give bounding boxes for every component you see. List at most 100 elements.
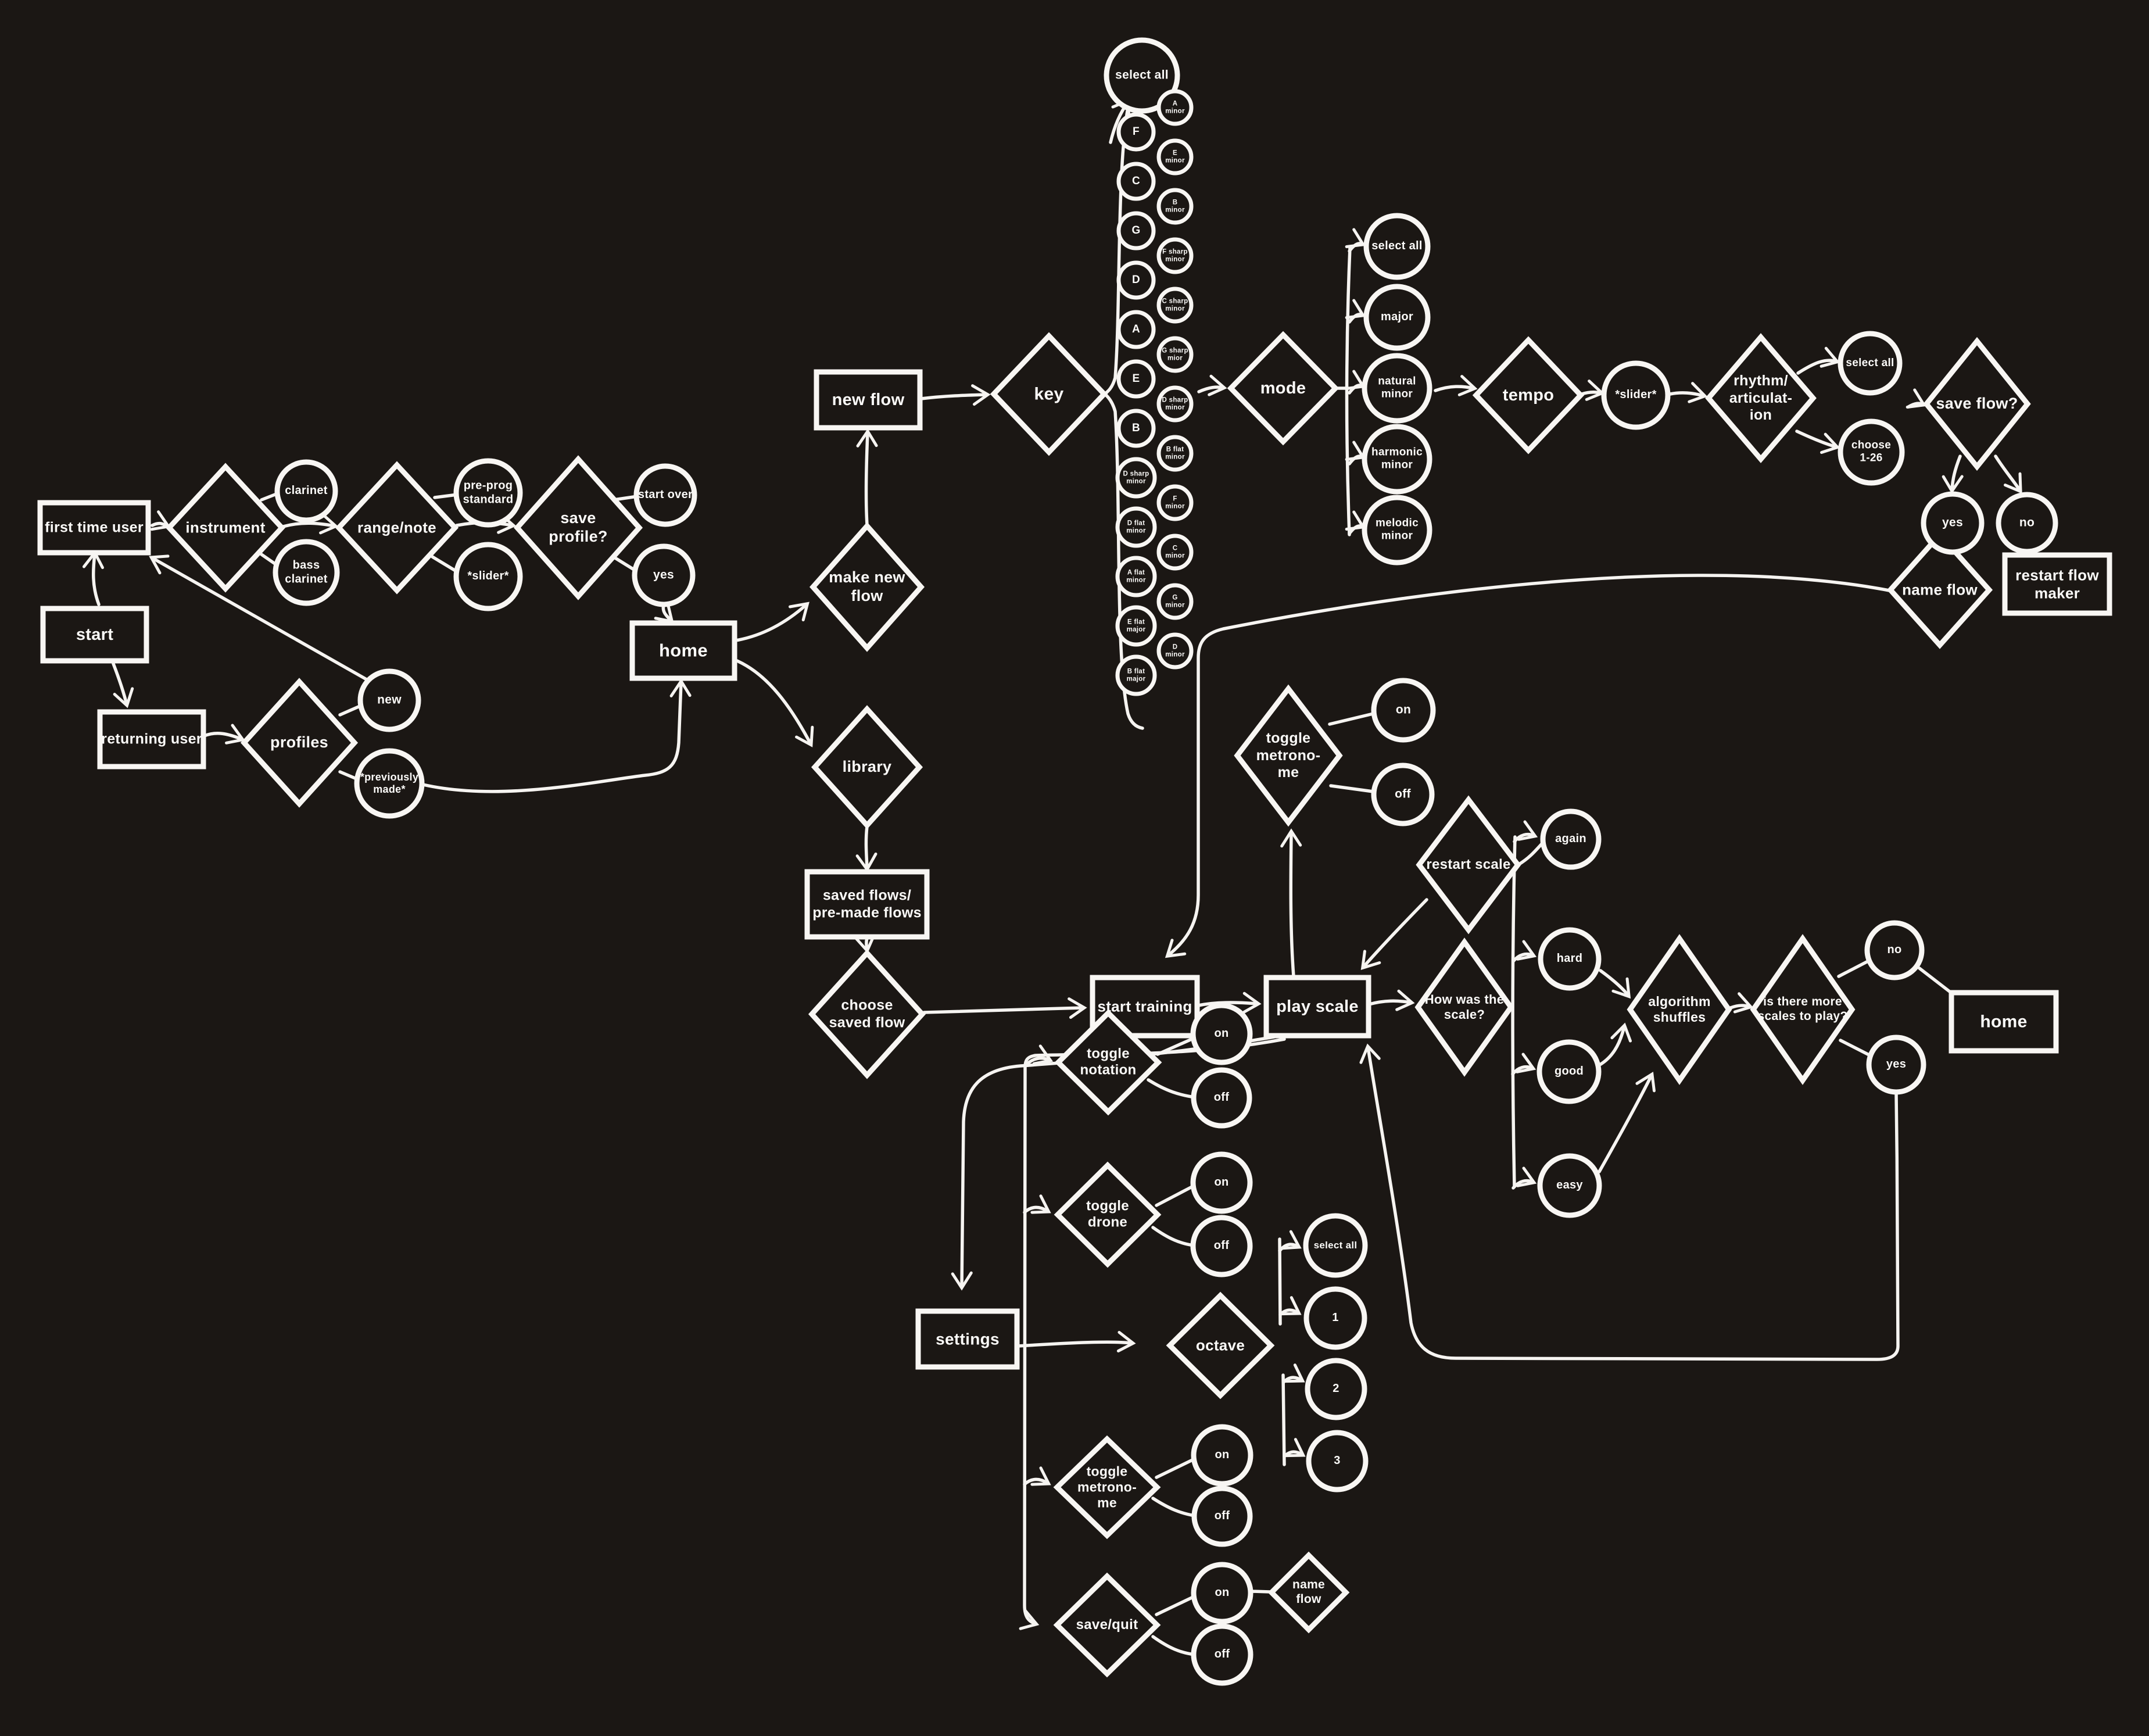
- key-left-3[interactable]: [1116, 260, 1156, 300]
- node-new-flow[interactable]: [814, 369, 923, 431]
- node-key[interactable]: [990, 332, 1108, 456]
- node-mode-select-all[interactable]: [1363, 213, 1431, 280]
- node-octave-2[interactable]: [1305, 1358, 1367, 1420]
- node-easy[interactable]: [1537, 1153, 1602, 1218]
- node-harmonic-minor[interactable]: [1362, 424, 1432, 495]
- node-algorithm-shuffles[interactable]: [1627, 934, 1732, 1085]
- node-more-no[interactable]: [1864, 920, 1925, 980]
- node-saveflow-no[interactable]: [1996, 492, 2058, 554]
- key-left-7[interactable]: [1115, 457, 1157, 499]
- node-profiles[interactable]: [240, 678, 359, 808]
- node-toggle-drone[interactable]: [1054, 1161, 1162, 1268]
- node-octave-1[interactable]: [1303, 1286, 1367, 1350]
- node-saved-flows[interactable]: [804, 869, 930, 940]
- node-octave-3[interactable]: [1306, 1430, 1369, 1492]
- node-saveflow-yes[interactable]: [1921, 491, 1985, 555]
- key-right-8[interactable]: [1156, 484, 1194, 521]
- node-toggle-notation[interactable]: [1054, 1009, 1162, 1116]
- node-choose-saved-flow[interactable]: [808, 949, 926, 1079]
- node-bass-clarinet[interactable]: [273, 539, 340, 606]
- node-key-select-all[interactable]: [1104, 37, 1180, 114]
- key-left-1[interactable]: [1116, 162, 1156, 201]
- node-restart-flow-maker[interactable]: [2002, 552, 2112, 616]
- key-right-7[interactable]: [1156, 435, 1194, 472]
- node-natural-minor[interactable]: [1362, 353, 1432, 424]
- node-save-quit[interactable]: [1053, 1572, 1161, 1678]
- node-library[interactable]: [811, 705, 923, 829]
- node-start-training[interactable]: [1090, 975, 1200, 1039]
- node-slider[interactable]: [453, 542, 523, 611]
- node-notation-off[interactable]: [1191, 1067, 1252, 1129]
- node-slider-2[interactable]: [1601, 360, 1671, 430]
- node-instrument[interactable]: [165, 463, 286, 593]
- link-saveprofile-startover: [612, 495, 639, 502]
- key-left-4[interactable]: [1116, 310, 1156, 349]
- node-major[interactable]: [1363, 284, 1431, 351]
- node-hard[interactable]: [1538, 927, 1602, 991]
- node-rhythm-articulation[interactable]: [1705, 333, 1817, 463]
- key-left-11[interactable]: [1115, 654, 1157, 696]
- node-first-time-user[interactable]: [37, 500, 151, 556]
- node-notation-on[interactable]: [1190, 1003, 1253, 1065]
- key-right-6[interactable]: [1156, 385, 1194, 423]
- key-right-11[interactable]: [1156, 632, 1194, 670]
- node-more-yes[interactable]: [1866, 1035, 1926, 1095]
- node-start-over[interactable]: [633, 463, 697, 527]
- node-tempo[interactable]: [1472, 336, 1585, 454]
- node-melodic-minor[interactable]: [1362, 495, 1432, 565]
- key-right-5[interactable]: [1156, 336, 1194, 373]
- key-left-6[interactable]: [1116, 409, 1156, 448]
- node-good[interactable]: [1536, 1039, 1602, 1104]
- key-right-2[interactable]: [1156, 188, 1194, 225]
- key-left-0[interactable]: [1116, 112, 1156, 152]
- node-home-2[interactable]: [1949, 990, 2059, 1054]
- node-metronome2-off[interactable]: [1191, 1486, 1253, 1547]
- node-drone-off[interactable]: [1190, 1215, 1253, 1277]
- node-rhythm-select-all[interactable]: [1838, 331, 1903, 396]
- node-save-flow[interactable]: [1923, 337, 2031, 471]
- link-range-preprog: [433, 493, 459, 499]
- node-metronome-off[interactable]: [1371, 763, 1435, 826]
- node-start[interactable]: [40, 606, 149, 664]
- node-save-profile[interactable]: [513, 455, 643, 600]
- key-left-2[interactable]: [1116, 211, 1156, 250]
- node-range-note[interactable]: [335, 461, 459, 595]
- key-left-9[interactable]: [1115, 556, 1157, 597]
- key-right-10[interactable]: [1156, 583, 1194, 620]
- node-pre-prog[interactable]: [453, 458, 523, 528]
- node-settings[interactable]: [915, 1308, 1020, 1370]
- node-drone-on[interactable]: [1190, 1151, 1253, 1214]
- node-metronome-on[interactable]: [1371, 678, 1436, 743]
- node-savequit-off[interactable]: [1191, 1623, 1253, 1686]
- node-home[interactable]: [629, 620, 737, 681]
- key-left-8[interactable]: [1115, 506, 1157, 548]
- node-savequit-on[interactable]: [1191, 1562, 1253, 1624]
- node-octave[interactable]: [1166, 1291, 1275, 1399]
- node-clarinet[interactable]: [274, 459, 338, 523]
- key-right-9[interactable]: [1156, 534, 1194, 571]
- node-again[interactable]: [1540, 808, 1602, 870]
- node-how-was-the-scale[interactable]: [1414, 937, 1514, 1077]
- node-new[interactable]: [357, 668, 421, 732]
- node-play-scale[interactable]: [1263, 975, 1371, 1039]
- node-mode[interactable]: [1227, 331, 1339, 446]
- key-left-5[interactable]: [1116, 359, 1156, 399]
- node-choose-1-26[interactable]: [1838, 418, 1905, 486]
- node-returning-user[interactable]: [97, 709, 206, 769]
- node-yes-profile[interactable]: [632, 543, 696, 607]
- key-right-0[interactable]: [1156, 89, 1194, 126]
- node-name-flow-2[interactable]: [1267, 1551, 1350, 1634]
- node-more-scales[interactable]: [1750, 934, 1856, 1085]
- node-restart-scale[interactable]: [1416, 795, 1521, 935]
- node-name-flow[interactable]: [1886, 531, 1993, 649]
- node-octave-select-all[interactable]: [1303, 1213, 1368, 1278]
- key-right-1[interactable]: [1156, 138, 1194, 176]
- key-right-3[interactable]: [1156, 237, 1194, 274]
- node-make-new-flow[interactable]: [809, 522, 925, 652]
- node-toggle-metronome-2[interactable]: [1053, 1435, 1161, 1540]
- node-toggle-metronome[interactable]: [1234, 684, 1343, 827]
- key-right-4[interactable]: [1156, 287, 1194, 324]
- node-metronome2-on[interactable]: [1191, 1424, 1253, 1487]
- node-previously-made[interactable]: [354, 748, 425, 819]
- key-left-10[interactable]: [1115, 605, 1157, 647]
